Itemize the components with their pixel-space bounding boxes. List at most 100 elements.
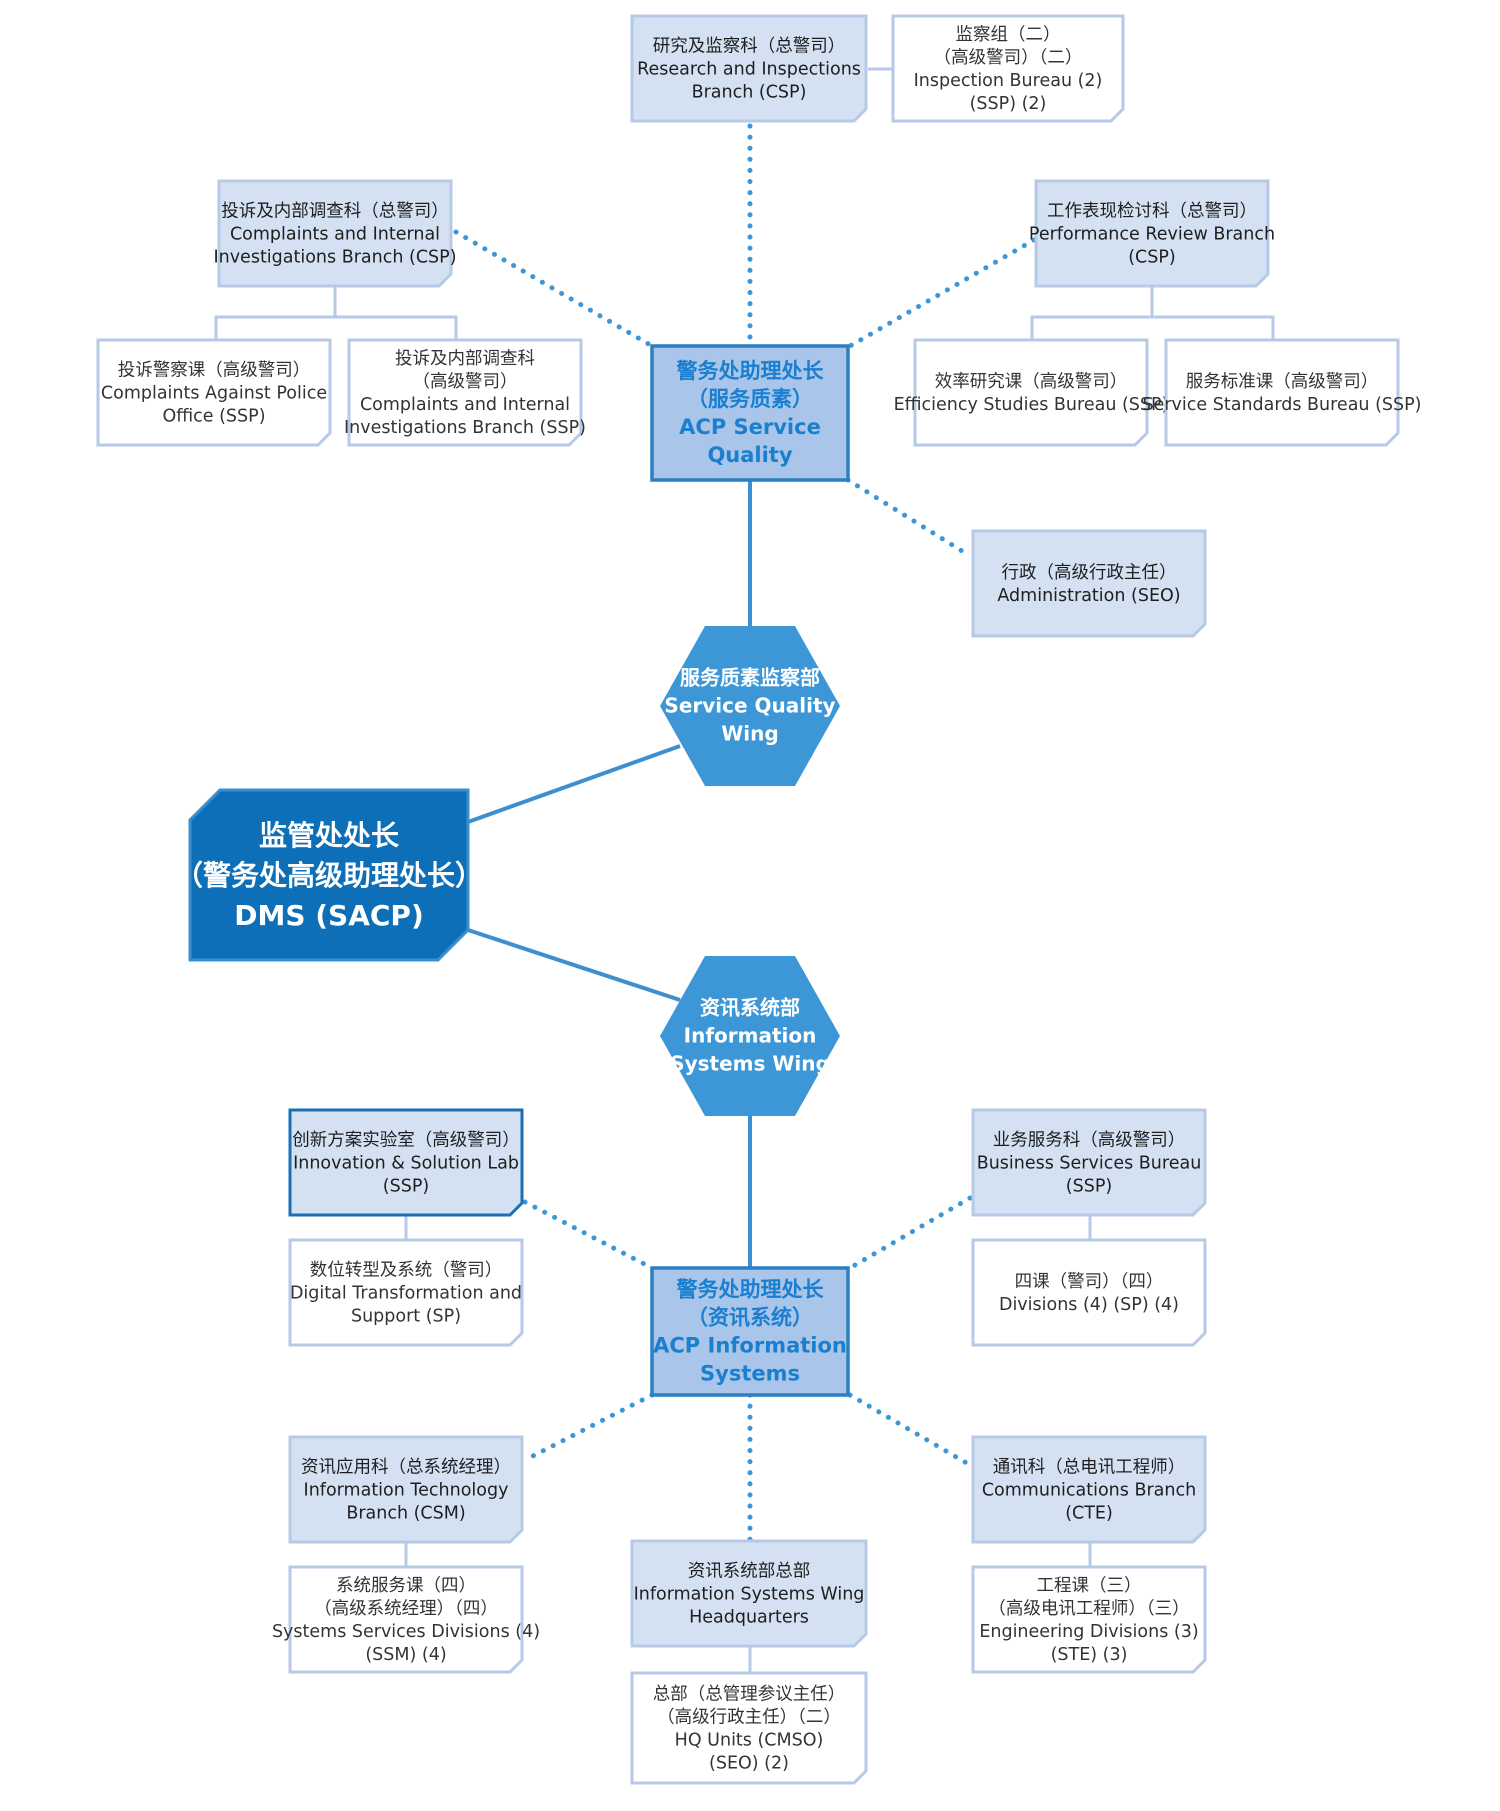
org-unit-prb-line-1: 工作表现检讨科（总警司） — [1047, 202, 1257, 222]
acp-node-acp_sq-line-4: Quality — [707, 443, 792, 467]
org-unit-box — [630, 1671, 868, 1785]
org-unit-bsb-line-3: (SSP) — [1066, 1177, 1112, 1197]
org-unit-box — [971, 1435, 1207, 1544]
org-unit-box — [217, 179, 453, 288]
org-unit-ib-line-3: Inspection Bureau (2) — [914, 71, 1103, 91]
org-unit-box — [288, 1435, 524, 1544]
org-unit-esb: 效率研究课（高级警司） Efficiency Studies Bureau (SS… — [894, 338, 1169, 447]
org-unit-iswhq-line-3: Headquarters — [689, 1608, 809, 1628]
org-unit-iswhq-line-1: 资讯系统部总部 — [688, 1562, 811, 1582]
org-unit-dts: 数位转型及系统（警司） Digital Transformation andSup… — [288, 1238, 524, 1347]
org-unit-rib-line-1: 研究及监察科（总警司） — [653, 37, 846, 57]
org-unit-bsb: 业务服务科（高级警司） Business Services Bureau (SSP) — [971, 1108, 1207, 1217]
acp-node-acp_is-line-2: （资讯系统） — [687, 1306, 813, 1330]
org-unit-ciib: 投诉及内部调查科（总警司） Complaints and InternalInve… — [213, 179, 457, 288]
org-unit-ed-line-2: （高级电讯工程师）（三） — [988, 1599, 1189, 1619]
root-to-is-wing-line — [467, 928, 681, 1002]
acp-node-acp_is-line-1: 警务处助理处长 — [676, 1278, 825, 1302]
org-unit-box — [288, 1238, 524, 1347]
org-unit-rib-line-2: Research and Inspections — [637, 60, 861, 80]
wing-node-sqw-line-3: Wing — [721, 722, 778, 746]
org-unit-box — [971, 529, 1207, 638]
org-unit-admin: 行政（高级行政主任）Administration (SEO) — [971, 529, 1207, 638]
org-unit-capo-line-3: Office (SSP) — [162, 407, 265, 427]
acp-box — [650, 344, 850, 482]
org-unit-ssb: 服务标准课（高级警司）Service Standards Bureau (SSP… — [1142, 338, 1422, 447]
wing-node-isw-line-2: Information — [684, 1024, 817, 1048]
org-unit-ib-line-2: （高级警司）（二） — [934, 48, 1083, 68]
org-unit-esb-line-1: 效率研究课（高级警司） — [935, 372, 1128, 392]
acp-node-acp_is-line-4: Systems — [700, 1362, 800, 1386]
org-unit-hqu-line-3: HQ Units (CMSO) — [675, 1731, 824, 1751]
acp-node-acp_sq-line-3: ACP Service — [679, 415, 821, 439]
org-unit-itb-line-2: Information Technology — [304, 1481, 509, 1501]
org-unit-ib-line-1: 监察组（二） — [956, 25, 1061, 45]
org-unit-div4: 四课（警司）（四）Divisions (4) (SP) (4) — [971, 1238, 1207, 1347]
org-unit-box — [913, 338, 1149, 447]
org-unit-isl-line-2: Innovation & Solution Lab — [293, 1154, 519, 1174]
wing-node-isw-line-1: 资讯系统部 — [700, 996, 800, 1020]
org-unit-box — [288, 1108, 524, 1217]
org-unit-box — [971, 1108, 1207, 1217]
org-unit-dts-line-2: Digital Transformation and — [290, 1284, 522, 1304]
prb-dotted-line — [847, 237, 1037, 349]
org-unit-iswhq: 资讯系统部总部 Information Systems WingHeadquart… — [630, 1539, 868, 1648]
org-unit-rib-line-3: Branch (CSP) — [692, 83, 807, 103]
org-unit-ciib_ssp-line-3: Complaints and Internal — [360, 395, 570, 415]
org-unit-ed-line-1: 工程课（三） — [1037, 1576, 1142, 1596]
org-unit-hqu-line-1: 总部（总管理参议主任） — [653, 1685, 846, 1705]
org-unit-ssd-line-2: （高级系统经理）（四） — [314, 1599, 498, 1619]
root-node-line-2: （警务处高级助理处长） — [175, 859, 483, 892]
acp-node-acp_sq-line-1: 警务处助理处长 — [676, 359, 825, 383]
org-unit-cb: 通讯科（总电讯工程师）Communications Branch(CTE) — [971, 1435, 1207, 1544]
org-unit-ssd-line-4: (SSM) (4) — [365, 1645, 446, 1665]
org-unit-prb-line-3: (CSP) — [1128, 248, 1176, 268]
prb-tree-right — [1152, 315, 1275, 340]
admin-dotted-line — [845, 477, 973, 559]
org-unit-hqu-line-4: (SEO) (2) — [709, 1754, 789, 1774]
org-unit-box — [971, 1238, 1207, 1347]
itb-dotted-line — [522, 1392, 655, 1463]
wing-node-isw-line-3: Systems Wing — [670, 1052, 830, 1076]
org-unit-cb-line-2: Communications Branch — [982, 1481, 1196, 1501]
org-unit-box — [971, 1565, 1207, 1674]
org-unit-capo-line-2: Complaints Against Police — [101, 384, 327, 404]
org-unit-prb-line-2: Performance Review Branch — [1029, 225, 1275, 245]
org-unit-ciib_ssp-line-1: 投诉及内部调查科 — [395, 349, 535, 369]
org-unit-ciib-line-1: 投诉及内部调查科（总警司） — [221, 202, 449, 222]
org-unit-ssb-line-1: 服务标准课（高级警司） — [1186, 372, 1379, 392]
org-unit-bsb-line-2: Business Services Bureau — [977, 1154, 1202, 1174]
org-unit-box — [347, 338, 583, 447]
org-unit-rib: 研究及监察科（总警司） Research and InspectionsBranc… — [630, 14, 868, 123]
org-unit-dts-line-1: 数位转型及系统（警司） — [310, 1261, 503, 1281]
org-unit-capo-line-1: 投诉警察课（高级警司） — [118, 361, 311, 381]
acp-node-acp_sq-line-2: （服务质素） — [687, 387, 813, 411]
org-unit-prb: 工作表现检讨科（总警司） Performance Review Branch (CS… — [1029, 179, 1275, 288]
org-unit-dts-line-3: Support (SP) — [351, 1307, 461, 1327]
acp-box — [650, 1266, 850, 1397]
org-unit-box — [891, 14, 1125, 123]
root-node-line-1: 监管处处长 — [259, 819, 399, 852]
org-unit-ciib-line-3: Investigations Branch (CSP) — [213, 248, 456, 268]
cb-dotted-line — [847, 1392, 973, 1468]
org-unit-ssd: 系统服务课（四）（高级系统经理）（四）Systems Services Divi… — [272, 1565, 540, 1674]
org-unit-hqu-line-2: （高级行政主任）（二） — [657, 1708, 841, 1728]
org-unit-box — [630, 14, 868, 123]
org-unit-ciib-line-2: Complaints and Internal — [230, 225, 440, 245]
bsb-dotted-line — [847, 1195, 973, 1271]
org-unit-bsb-line-1: 业务服务科（高级警司） — [993, 1131, 1186, 1151]
org-unit-esb-line-2: Efficiency Studies Bureau (SSP) — [894, 395, 1169, 415]
acp-node-acp_is-line-3: ACP Information — [653, 1334, 847, 1358]
org-unit-ciib_ssp-line-4: Investigations Branch (SSP) — [344, 418, 586, 438]
wing-node-sqw-line-2: Service Quality — [664, 694, 835, 718]
org-unit-itb: 资讯应用科（总系统经理）Information TechnologyBranch… — [288, 1435, 524, 1544]
org-unit-iswhq-line-2: Information Systems Wing — [634, 1585, 865, 1605]
root-to-sq-wing-line — [467, 744, 681, 824]
ciib-dotted-line — [453, 229, 655, 349]
org-unit-ed: 工程课（三）（高级电讯工程师）（三）Engineering Divisions … — [971, 1565, 1207, 1674]
